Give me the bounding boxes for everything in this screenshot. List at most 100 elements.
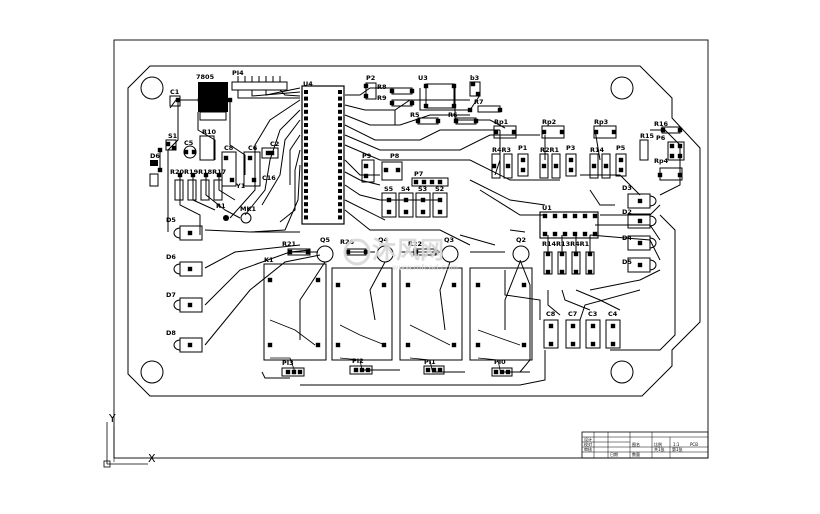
solder-pad xyxy=(475,342,481,348)
solder-pad xyxy=(437,179,443,185)
label-d6-small: D6 xyxy=(150,152,160,160)
solder-pad xyxy=(669,143,675,149)
resistor-row-r14-r1 xyxy=(543,251,595,275)
mcu-u4 xyxy=(301,85,345,225)
solder-pad xyxy=(572,213,578,219)
label-d8-left: D8 xyxy=(166,329,176,337)
mcu-pin xyxy=(338,156,342,160)
tb-design: 设计 xyxy=(584,436,592,442)
label-s5: S5 xyxy=(384,185,394,193)
label-r16: R16 xyxy=(654,120,669,128)
title-block: 设计 校对 审核 日期 图名 数量 比例 共1张 第1张 1:1 PCB xyxy=(581,431,709,459)
mcu-pin xyxy=(304,162,308,167)
ucs-axes-icon: Y X xyxy=(103,412,156,468)
solder-pad xyxy=(187,230,193,236)
mcu-pin xyxy=(304,142,308,147)
mcu-pin xyxy=(338,123,342,127)
solder-pad xyxy=(491,163,497,169)
solder-pad xyxy=(637,262,643,268)
header-p9 xyxy=(361,159,375,183)
solder-pad xyxy=(353,367,359,373)
solder-pad xyxy=(381,342,387,348)
solder-pad xyxy=(389,100,395,106)
relay-k4 xyxy=(469,267,533,361)
solder-pad xyxy=(381,282,387,288)
mcu-pin xyxy=(338,109,342,114)
solder-pad xyxy=(559,269,565,275)
watermark-brand: 沐风网 xyxy=(372,236,444,264)
label-c6: C6 xyxy=(248,144,258,152)
solder-pad xyxy=(451,103,457,109)
solder-pad xyxy=(545,251,551,257)
tb-sheet-no: 第1张 xyxy=(672,446,683,452)
label-p6: P6 xyxy=(656,134,666,142)
solder-pad xyxy=(572,231,578,237)
solder-pad xyxy=(197,97,203,103)
label-u1: U1 xyxy=(542,204,552,212)
label-r22: R22 xyxy=(408,240,422,248)
solder-pad xyxy=(545,269,551,275)
label-r8: R8 xyxy=(377,83,387,91)
solder-pad xyxy=(389,88,395,94)
label-b3: b3 xyxy=(470,74,479,82)
solder-pad xyxy=(405,342,411,348)
tb-qty: 数量 xyxy=(632,451,640,457)
label-k1: K1 xyxy=(264,256,274,264)
label-d4: D4 xyxy=(622,234,632,242)
mcu-pin xyxy=(304,96,308,101)
solder-pad xyxy=(603,163,609,169)
tb-scale-label: 比例 xyxy=(654,441,662,447)
mounting-hole-bl xyxy=(140,360,164,384)
mcu-pin xyxy=(338,215,342,220)
solder-pad xyxy=(610,323,616,329)
solder-pad xyxy=(403,209,409,215)
solder-pad xyxy=(437,367,443,373)
solder-pad xyxy=(592,213,598,219)
solder-pad xyxy=(552,213,558,219)
label-u4: U4 xyxy=(303,80,313,88)
mcu-pin xyxy=(304,189,308,193)
label-r4r3: R4R3 xyxy=(492,146,511,154)
solder-pad xyxy=(431,367,437,373)
diode-d6-body xyxy=(149,173,159,187)
solder-pad xyxy=(521,282,527,288)
mounting-hole-br xyxy=(610,360,634,384)
solder-pad xyxy=(287,249,293,255)
label-pi1: PI1 xyxy=(424,358,436,366)
solder-pad xyxy=(611,129,617,135)
solder-pad xyxy=(265,150,271,156)
solder-pad xyxy=(590,341,596,347)
solder-pad xyxy=(223,155,229,161)
solder-pad xyxy=(497,107,503,113)
mcu-pin xyxy=(304,149,308,154)
solder-pad xyxy=(552,231,558,237)
cap-c2 xyxy=(261,147,279,159)
label-r1-left: R1 xyxy=(216,202,226,210)
solder-pad xyxy=(593,129,599,135)
mcu-pin xyxy=(304,169,308,174)
mcu-pin xyxy=(338,208,342,213)
label-p8: P8 xyxy=(390,152,400,160)
mic-mk1 xyxy=(240,212,252,224)
solder-pad xyxy=(559,129,565,135)
label-c5: C5 xyxy=(184,139,194,147)
tb-pcb: PCB xyxy=(690,442,698,447)
solder-pad xyxy=(511,129,517,135)
solder-pad xyxy=(425,367,431,373)
solder-pad xyxy=(413,249,419,255)
solder-pad xyxy=(541,129,547,135)
label-r14: R14 xyxy=(590,146,605,154)
mcu-pin xyxy=(304,208,308,213)
header-p2 xyxy=(365,82,377,100)
solder-pad xyxy=(637,198,643,204)
solder-pad xyxy=(423,103,429,109)
label-r7: R7 xyxy=(474,98,484,106)
label-s4: S4 xyxy=(401,185,411,193)
solder-pad xyxy=(573,251,579,257)
label-q4: Q4 xyxy=(378,236,389,244)
solder-pad xyxy=(573,269,579,275)
mcu-pin xyxy=(338,142,342,147)
relay-k3 xyxy=(399,267,463,361)
solder-pad xyxy=(475,91,481,97)
mcu-pin xyxy=(304,136,308,141)
